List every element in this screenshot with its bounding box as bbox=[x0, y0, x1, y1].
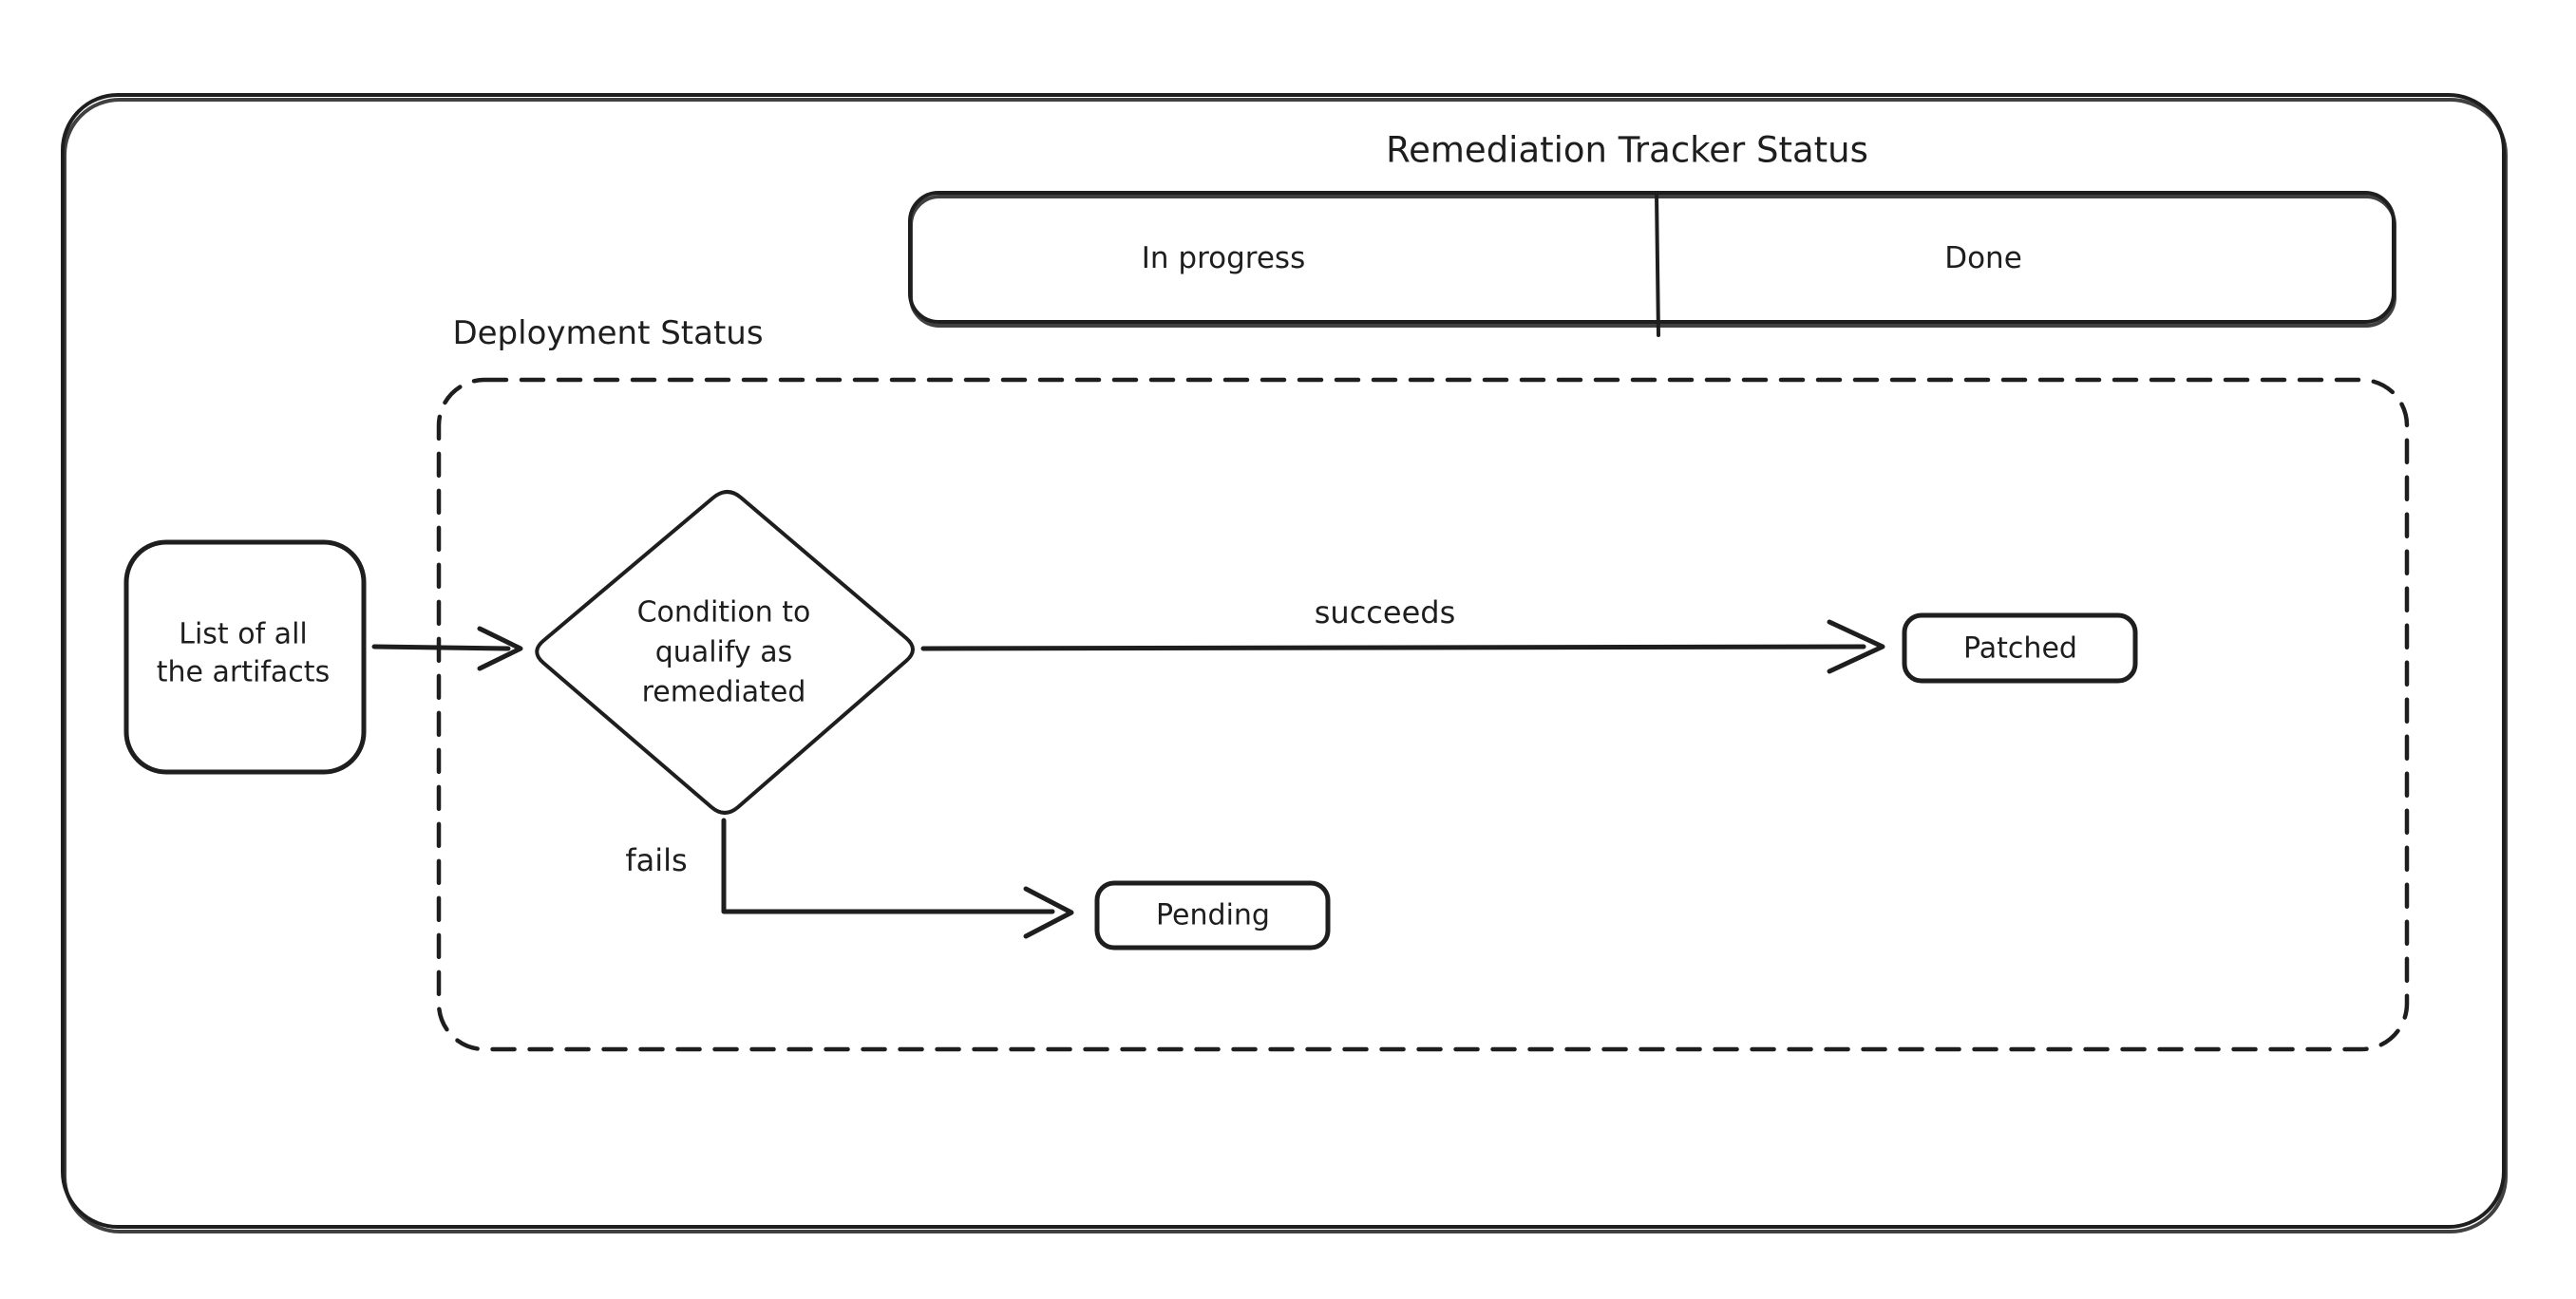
edge-artifacts-arrowhead-icon bbox=[477, 626, 523, 671]
edge-fails-line bbox=[721, 818, 1055, 914]
deployment-zone-border bbox=[436, 377, 2410, 1052]
node-condition-border bbox=[535, 490, 915, 815]
node-patched-border bbox=[1902, 612, 2138, 684]
edge-succeeds-arrowhead-icon bbox=[1827, 619, 1885, 674]
edge-fails-arrowhead-icon bbox=[1023, 886, 1074, 939]
node-artifacts-label-line2: the artifacts bbox=[157, 656, 330, 689]
edge-succeeds: succeeds bbox=[920, 594, 1885, 674]
node-artifacts-label-line1: List of all bbox=[179, 618, 307, 651]
node-condition-label-line2: qualify as bbox=[655, 636, 792, 669]
edge-artifacts-line bbox=[371, 644, 511, 651]
deployment-zone-label: Deployment Status bbox=[452, 314, 763, 352]
node-pending-label: Pending bbox=[1156, 899, 1270, 932]
node-patched-label: Patched bbox=[1963, 632, 2077, 666]
edge-artifacts-to-condition bbox=[371, 626, 523, 671]
node-condition-label-line1: Condition to bbox=[637, 596, 811, 630]
edge-fails: fails bbox=[625, 818, 1074, 939]
tracker-bar: In progress Done bbox=[908, 191, 2396, 337]
edge-succeeds-label: succeeds bbox=[1315, 594, 1456, 631]
node-artifacts: List of all the artifacts bbox=[123, 539, 367, 775]
tracker-title: Remediation Tracker Status bbox=[1386, 130, 1868, 171]
node-pending: Pending bbox=[1094, 880, 1331, 951]
edge-succeeds-line bbox=[920, 644, 1866, 651]
tracker-column-done: Done bbox=[1944, 241, 2022, 275]
node-condition-label-line3: remediated bbox=[642, 676, 806, 709]
tracker-bar-border-echo bbox=[909, 195, 2396, 328]
edge-fails-label: fails bbox=[625, 842, 687, 878]
node-pending-border bbox=[1094, 880, 1331, 951]
node-condition: Condition to qualify as remediated bbox=[535, 490, 915, 815]
tracker-bar-border bbox=[908, 191, 2396, 324]
tracker-column-in-progress: In progress bbox=[1142, 241, 1305, 275]
node-patched: Patched bbox=[1902, 612, 2138, 684]
tracker-bar-divider bbox=[1655, 192, 1660, 337]
node-artifacts-border bbox=[123, 539, 367, 775]
outer-frame bbox=[61, 93, 2508, 1233]
